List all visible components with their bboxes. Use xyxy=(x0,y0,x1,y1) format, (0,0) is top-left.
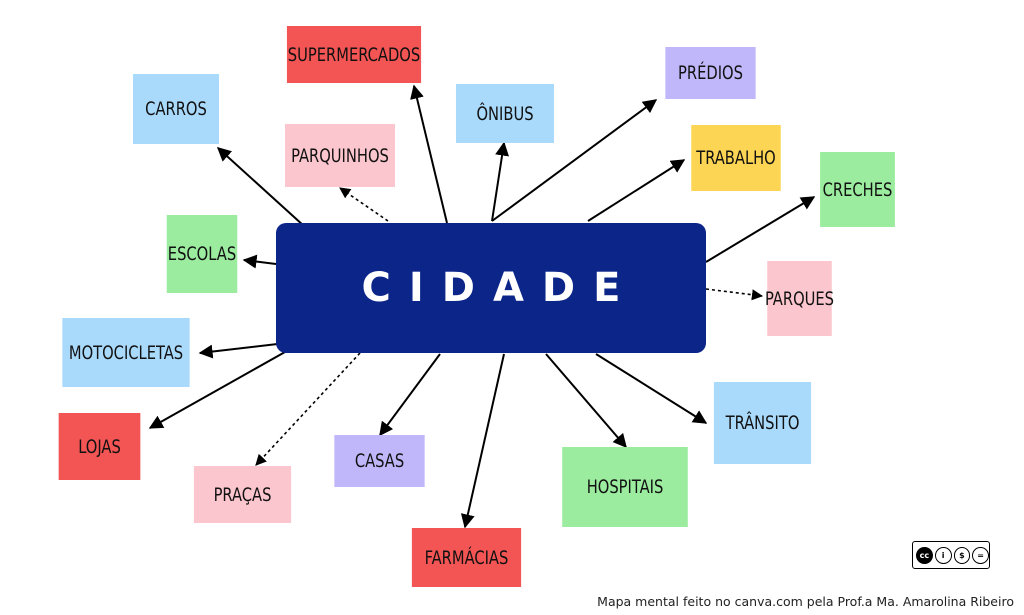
node-trabalho: TRABALHO xyxy=(691,125,781,191)
by-icon: i xyxy=(934,546,952,564)
arrow-supermercados xyxy=(410,84,448,224)
arrow-lojas xyxy=(148,351,286,429)
footer-credit: Mapa mental feito no canva.com pela Prof… xyxy=(597,594,1014,609)
central-topic-label: CIDADE xyxy=(361,265,639,311)
arrow-casas xyxy=(379,353,441,437)
node-lojas: LOJAS xyxy=(58,413,141,480)
node-carros: CARROS xyxy=(133,74,219,144)
arrow-parques xyxy=(705,288,764,301)
arrow-pracas xyxy=(255,352,361,466)
node-hospitais: HOSPITAIS xyxy=(562,447,688,527)
node-escolas: ESCOLAS xyxy=(166,215,238,293)
node-creches: CRECHES xyxy=(820,152,895,227)
node-predios: PRÉDIOS xyxy=(665,47,756,99)
arrow-parquinhos xyxy=(339,187,389,222)
arrow-onibus xyxy=(491,141,510,222)
arrow-carros xyxy=(216,147,305,227)
arrow-transito xyxy=(595,353,708,424)
nd-icon: = xyxy=(972,546,989,564)
node-casas: CASAS xyxy=(334,435,425,487)
node-onibus: ÔNIBUS xyxy=(455,84,555,143)
node-parques: PARQUES xyxy=(765,261,834,336)
arrow-hospitais xyxy=(545,353,627,449)
arrow-escolas xyxy=(242,254,277,269)
arrow-farmacias xyxy=(460,353,505,529)
node-motocicletas: MOTOCICLETAS xyxy=(62,318,190,387)
cc-license-badge: cc i $ = xyxy=(912,541,990,569)
arrow-creches xyxy=(705,196,816,263)
node-transito: TRÂNSITO xyxy=(713,382,812,464)
arrow-trabalho xyxy=(587,159,686,222)
central-topic: CIDADE xyxy=(276,223,706,353)
node-pracas: PRAÇAS xyxy=(193,466,292,523)
cc-icon: cc xyxy=(916,546,933,564)
node-supermercados: SUPERMERCADOS xyxy=(286,26,422,83)
arrow-motocicletas xyxy=(198,342,287,359)
nc-icon: $ xyxy=(953,546,971,564)
arrow-predios xyxy=(491,99,658,222)
node-farmacias: FARMÁCIAS xyxy=(411,528,522,587)
node-parquinhos: PARQUINHOS xyxy=(284,124,396,187)
